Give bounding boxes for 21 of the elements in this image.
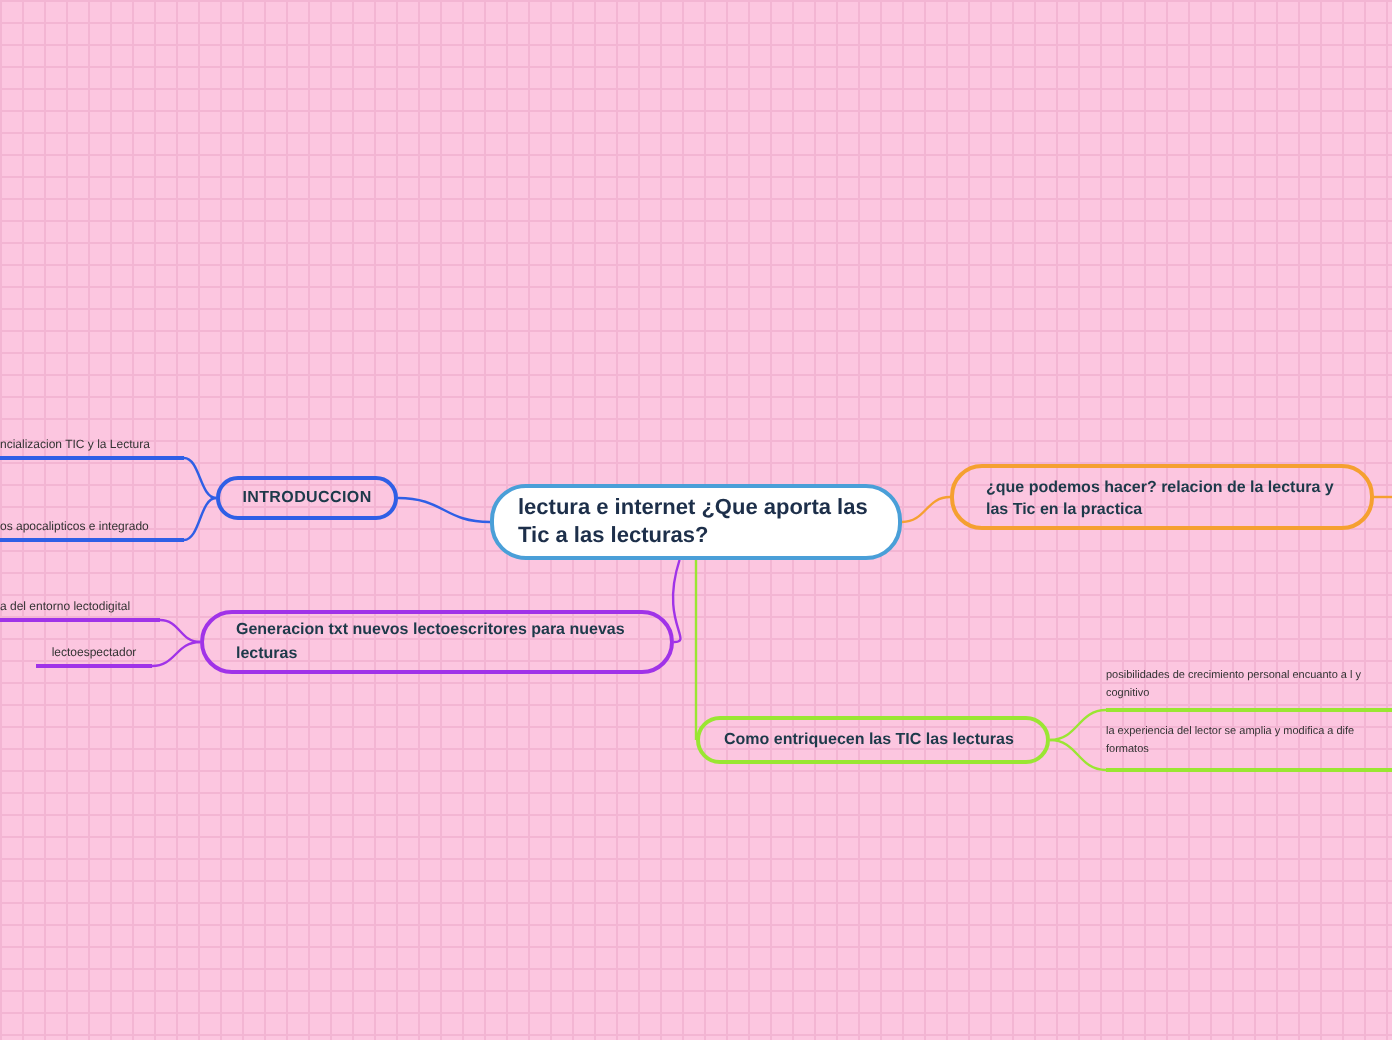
topic-box xyxy=(216,476,398,520)
connector-line xyxy=(1374,495,1392,499)
topic-box xyxy=(200,610,674,674)
connector-line xyxy=(183,456,217,500)
node-label: Generacion txt nuevos lectoescritores para nuevas lecturas xyxy=(236,618,627,666)
node-label: Como entriquecen las TIC las lecturas xyxy=(724,728,1016,752)
node-label: ¿que podemos hacer? relacion de la lectura y las Tic en la practica xyxy=(986,475,1336,519)
connector-line xyxy=(1049,708,1107,742)
connector-line xyxy=(1049,738,1107,772)
central-topic xyxy=(490,484,902,560)
topic-box xyxy=(950,464,1374,530)
connector-line xyxy=(901,495,951,524)
connector-line xyxy=(183,496,217,542)
connector-line xyxy=(671,559,682,644)
node-label: lectura e internet ¿Que aporta las Tic a las lecturas? xyxy=(518,494,870,550)
connector-line xyxy=(397,496,491,524)
connector-line xyxy=(151,640,201,668)
connector-line xyxy=(694,560,698,740)
topic-box xyxy=(696,716,1050,764)
node-label: INTRODUCCION xyxy=(242,486,372,510)
connector-line xyxy=(159,618,201,644)
